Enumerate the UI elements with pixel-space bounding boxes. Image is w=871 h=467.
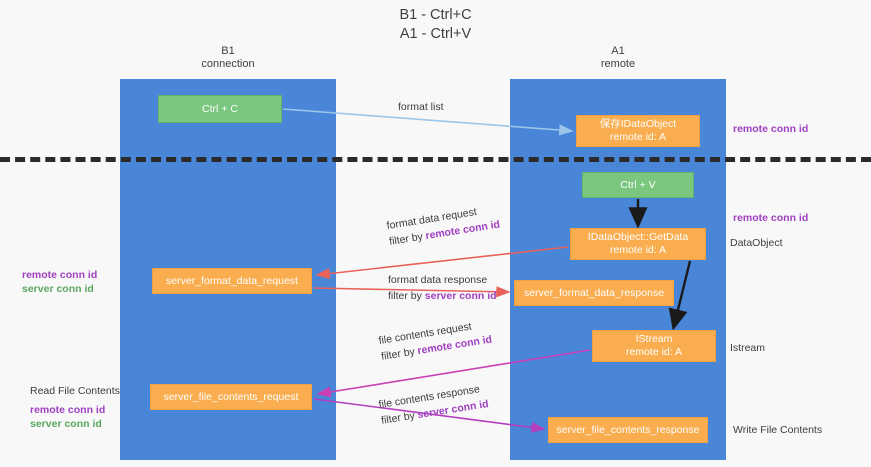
- node-server-file-contents-request[interactable]: server_file_contents_request: [150, 384, 312, 410]
- node-server-file-contents-response-label: server_file_contents_response: [556, 423, 700, 436]
- edge-label-file-contents-request: file contents request filter by remote c…: [378, 317, 493, 364]
- filter-prefix: filter by: [380, 409, 419, 427]
- node-save-dataobject-line2: remote id: A: [609, 131, 667, 143]
- page-title: B1 - Ctrl+C A1 - Ctrl+V: [0, 6, 871, 44]
- label-write-file-contents: Write File Contents: [733, 424, 823, 436]
- label-left-server-conn-id-1: server conn id: [22, 283, 94, 295]
- title-line-1: B1 - Ctrl+C: [399, 7, 472, 23]
- label-left-conn-ids-2: remote conn id server conn id: [30, 403, 105, 431]
- node-save-dataobject-line1: 保存IDataObject: [599, 118, 677, 130]
- node-server-format-data-response-label: server_format_data_response: [523, 286, 665, 299]
- filter-prefix: filter by: [380, 345, 419, 363]
- label-left-remote-conn-id-2: remote conn id: [30, 404, 106, 416]
- node-getdata[interactable]: IDataObject::GetData remote id: A: [570, 228, 706, 260]
- filter-key-server-conn-id: server conn id: [424, 290, 497, 302]
- node-getdata-line2: remote id: A: [609, 244, 667, 256]
- filter-prefix: filter by: [388, 290, 425, 302]
- node-server-file-contents-response[interactable]: server_file_contents_response: [548, 417, 708, 443]
- edge-label-format-data-request: format data request filter by remote con…: [386, 202, 501, 249]
- node-ctrl-c[interactable]: Ctrl + C: [158, 95, 282, 123]
- edge-format-data-response-text: format data response: [388, 274, 488, 286]
- node-server-format-data-request-label: server_format_data_request: [166, 274, 298, 287]
- node-ctrl-c-label: Ctrl + C: [202, 102, 238, 115]
- node-save-dataobject[interactable]: 保存IDataObject remote id: A: [576, 115, 700, 147]
- title-line-2: A1 - Ctrl+V: [399, 26, 472, 42]
- label-dataobject: DataObject: [730, 237, 783, 249]
- lane-header-b1: B1 connection: [120, 45, 336, 71]
- node-server-format-data-response[interactable]: server_format_data_response: [514, 280, 674, 306]
- edge-label-format-data-response: format data response filter by server co…: [388, 273, 497, 303]
- phase-divider: [0, 157, 871, 162]
- label-left-remote-conn-id-1: remote conn id: [22, 269, 98, 281]
- lane-b1-name: B1: [221, 45, 235, 57]
- edge-format-data-response-filter: filter by server conn id: [388, 289, 497, 303]
- label-left-conn-ids-1: remote conn id server conn id: [22, 268, 97, 296]
- label-istream: Istream: [730, 342, 766, 354]
- node-server-file-contents-request-label: server_file_contents_request: [163, 390, 299, 403]
- node-istream-line2: remote id: A: [625, 346, 683, 358]
- node-istream[interactable]: IStream remote id: A: [592, 330, 716, 362]
- node-ctrl-v-label: Ctrl + V: [620, 178, 656, 191]
- lane-header-a1: A1 remote: [510, 45, 726, 71]
- label-left-server-conn-id-2: server conn id: [30, 418, 102, 430]
- label-remote-conn-id-mid: remote conn id: [733, 212, 809, 224]
- lane-a1-name: A1: [611, 45, 625, 57]
- lane-b1-role: connection: [201, 58, 255, 70]
- filter-prefix: filter by: [388, 230, 427, 248]
- node-server-format-data-request[interactable]: server_format_data_request: [152, 268, 312, 294]
- label-read-file-contents: Read File Contents: [30, 385, 120, 397]
- node-ctrl-v[interactable]: Ctrl + V: [582, 172, 694, 198]
- node-getdata-line1: IDataObject::GetData: [587, 231, 689, 243]
- edge-label-format-list: format list: [398, 100, 444, 114]
- lane-a1-role: remote: [600, 58, 636, 70]
- label-remote-conn-id-top: remote conn id: [733, 123, 809, 135]
- node-istream-line1: IStream: [635, 333, 673, 345]
- edge-label-file-contents-response: file contents response filter by server …: [378, 381, 490, 428]
- edge-format-list-text: format list: [398, 101, 444, 113]
